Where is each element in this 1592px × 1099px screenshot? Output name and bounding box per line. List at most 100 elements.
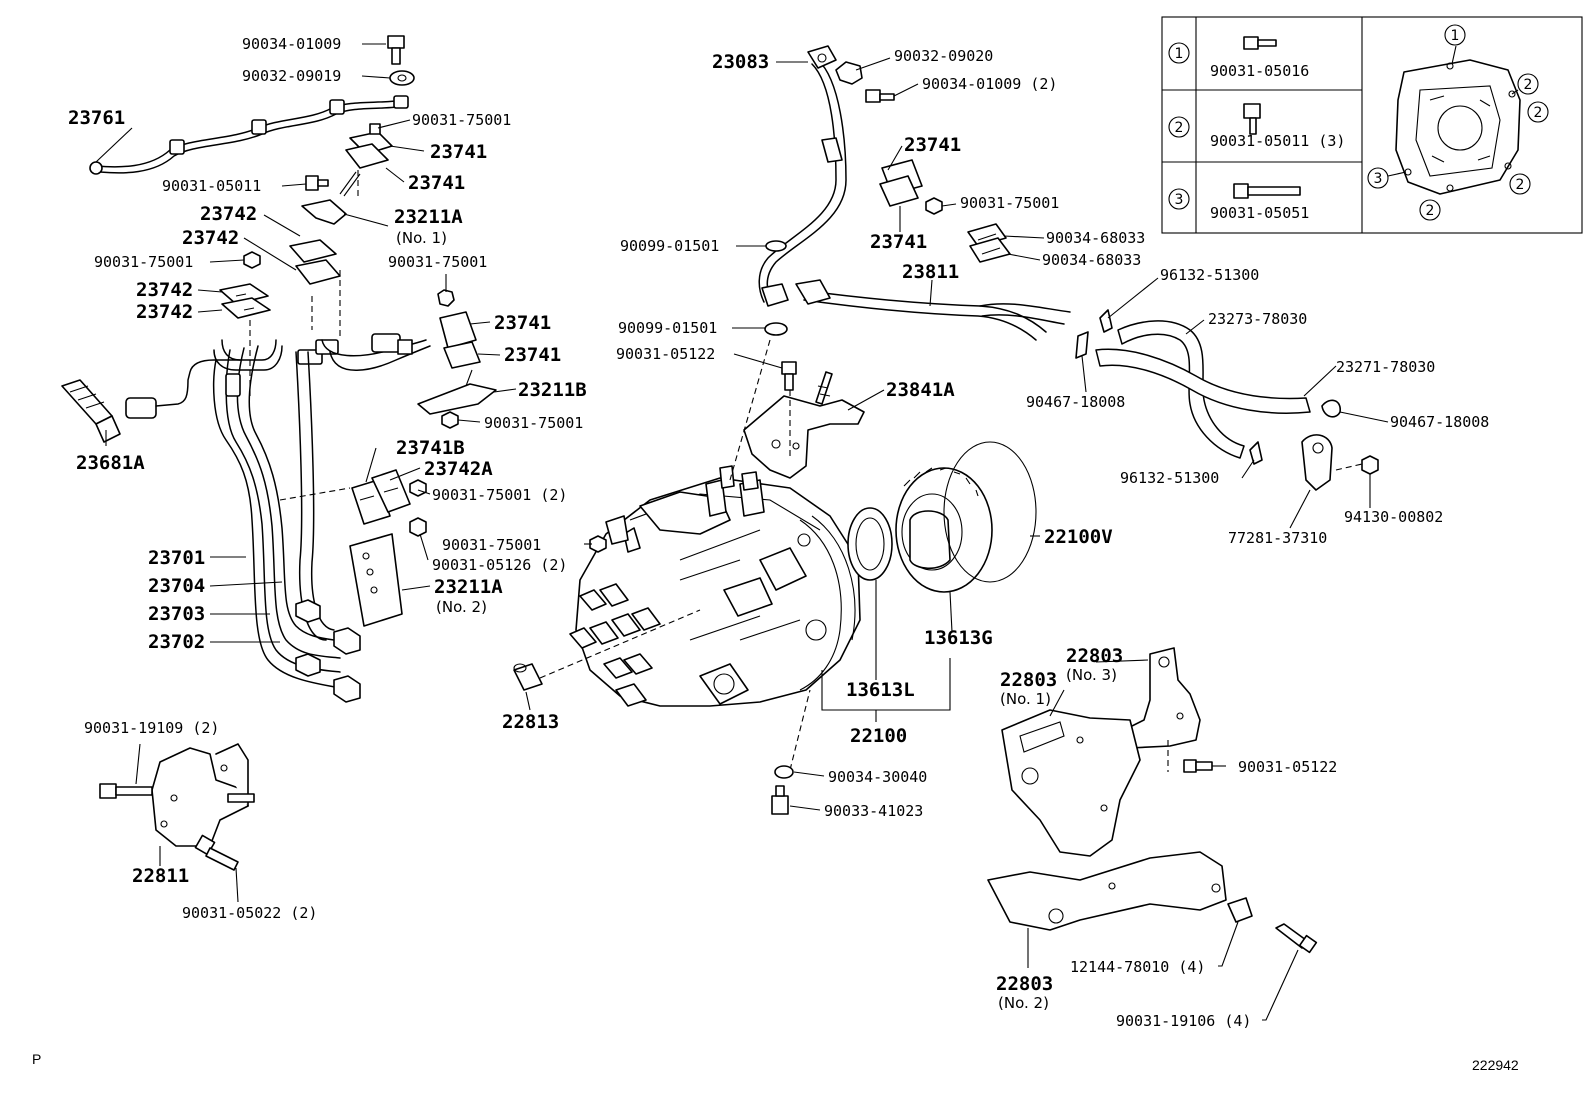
bracket-22803-no2 — [987, 851, 1227, 931]
label-90032-09020: 90032-09020 — [894, 47, 993, 65]
label-23704: 23704 — [148, 575, 205, 597]
stud-12144-78010 — [1227, 897, 1253, 923]
bolt-90034-01009-2 — [865, 89, 895, 103]
clips-90034-68033 — [967, 223, 1011, 263]
label-90099-01501-a: 90099-01501 — [620, 237, 719, 255]
drive-hub-13613G — [895, 467, 993, 593]
washer-90032-09019 — [389, 70, 415, 86]
key-row-1-num: 1 — [1175, 46, 1184, 62]
key-row-3: 3 90031-05051 — [1168, 183, 1309, 222]
label-90031-75001-2: 90031-75001 (2) — [432, 486, 567, 504]
label-90031-75001-c: 90031-75001 — [388, 253, 487, 271]
label-23741-d: 23741 — [504, 344, 561, 366]
label-23271-78030: 23271-78030 — [1336, 358, 1435, 376]
label-90034-30040: 90034-30040 — [828, 768, 927, 786]
clamp-23742-b — [219, 283, 271, 319]
label-22100V: 22100V — [1044, 526, 1113, 548]
corner-mark-p: P — [32, 1051, 41, 1067]
cover-callout-2a: 2 — [1524, 77, 1533, 93]
cover-callout-2b: 2 — [1534, 105, 1543, 121]
gasket-22100V — [943, 441, 1037, 583]
label-23211A-no2-sub: (No. 2) — [436, 598, 487, 616]
label-90034-68033-a: 90034-68033 — [1046, 229, 1145, 247]
bracket-22803-no1 — [1001, 709, 1141, 857]
label-90031-05122-b: 90031-05122 — [1238, 758, 1337, 776]
label-23811: 23811 — [902, 261, 959, 283]
injection-pump-body — [569, 465, 861, 707]
label-90034-68033-b: 90034-68033 — [1042, 251, 1141, 269]
washers-90099-01501 — [761, 240, 789, 336]
washer-90032-09020 — [835, 61, 863, 85]
key-row-3-num: 3 — [1175, 192, 1184, 208]
label-23742-b: 23742 — [182, 227, 239, 249]
clamp-23742-a — [289, 239, 341, 285]
key-row-2-num: 2 — [1175, 120, 1184, 136]
bracket-23841A — [743, 371, 865, 479]
connector-23681A — [61, 379, 157, 443]
bolt-key-table: 1 90031-05016 2 90031-05011 (3) 3 90031- — [1161, 16, 1583, 234]
bracket-23211B — [417, 369, 497, 415]
label-23741-b: 23741 — [408, 172, 465, 194]
bolt-90031-05122-right — [1183, 759, 1213, 773]
pump-cover-plate: 1 2 2 2 2 3 — [1367, 24, 1549, 221]
label-90032-09019: 90032-09019 — [242, 67, 341, 85]
hose-23273-78030 — [1117, 320, 1245, 459]
pump-outlets — [569, 583, 661, 707]
label-90031-19109-2: 90031-19109 (2) — [84, 719, 219, 737]
oil-seal-13613L — [847, 507, 893, 581]
label-22803-no2: 22803 — [996, 973, 1053, 995]
label-23211A-no1: 23211A — [394, 206, 463, 228]
label-23741B: 23741B — [396, 437, 465, 459]
clamp-23741-upper — [345, 123, 393, 169]
bracket-22803-no3 — [1123, 647, 1201, 749]
cover-callout-1: 1 — [1451, 28, 1460, 44]
label-13613L: 13613L — [846, 679, 915, 701]
injection-pipes-group — [61, 35, 497, 703]
clips-96132-51300 — [1099, 309, 1263, 465]
cover-callout-3: 3 — [1374, 171, 1383, 187]
label-23701: 23701 — [148, 547, 205, 569]
key-row-2-part: 90031-05011 (3) — [1210, 132, 1345, 150]
nut-90031-75001-mid — [437, 289, 455, 307]
label-23211B: 23211B — [518, 379, 587, 401]
label-22100: 22100 — [850, 725, 907, 747]
label-90031-05122-a: 90031-05122 — [616, 345, 715, 363]
label-90031-75001-b: 90031-75001 — [94, 253, 193, 271]
label-23681A: 23681A — [76, 452, 145, 474]
key-row-3-part: 90031-05051 — [1210, 204, 1309, 222]
label-23211A-no2: 23211A — [434, 576, 503, 598]
label-90034-01009-2: 90034-01009 (2) — [922, 75, 1057, 93]
label-23702: 23702 — [148, 631, 205, 653]
label-23841A: 23841A — [886, 379, 955, 401]
label-23741-c: 23741 — [494, 312, 551, 334]
hose-23271-78030 — [1095, 348, 1311, 414]
nut-90031-75001-low — [441, 411, 459, 429]
label-22803-no3-sub: (No. 3) — [1066, 666, 1117, 684]
label-96132-51300-a: 96132-51300 — [1160, 266, 1259, 284]
clamp-23741-mid — [439, 311, 481, 369]
label-22813: 22813 — [502, 711, 559, 733]
label-22803-no3: 22803 — [1066, 645, 1123, 667]
part-labels: 90034-01009 90032-09019 23761 90031-7500… — [68, 35, 1489, 1030]
bolt-icon — [1233, 183, 1301, 199]
bolt-90031-05011 — [305, 175, 329, 191]
label-90031-75001-d: 90031-75001 — [484, 414, 583, 432]
label-22811: 22811 — [132, 865, 189, 887]
clamp-23741-right — [879, 159, 923, 207]
bracket-77281-37310 — [1301, 434, 1333, 491]
label-22803-no2-sub: (No. 2) — [998, 994, 1049, 1012]
bolt-90031-05022 — [194, 834, 239, 871]
leader-lines — [95, 43, 1389, 1021]
washer-90034-30040 — [774, 765, 794, 779]
label-22803-no1-sub: (No. 1) — [1000, 690, 1051, 708]
cover-callout-2d: 2 — [1426, 203, 1435, 219]
label-94130-00802: 94130-00802 — [1344, 508, 1443, 526]
bolt-icon — [1243, 103, 1261, 135]
fuel-pipe-23811 — [795, 279, 1071, 341]
label-90033-41023: 90033-41023 — [824, 802, 923, 820]
nut-90031-75001-pair — [409, 479, 427, 497]
label-23742-a: 23742 — [200, 203, 257, 225]
label-90467-18008-a: 90467-18008 — [1026, 393, 1125, 411]
bracket-23211A-no1 — [301, 171, 361, 225]
